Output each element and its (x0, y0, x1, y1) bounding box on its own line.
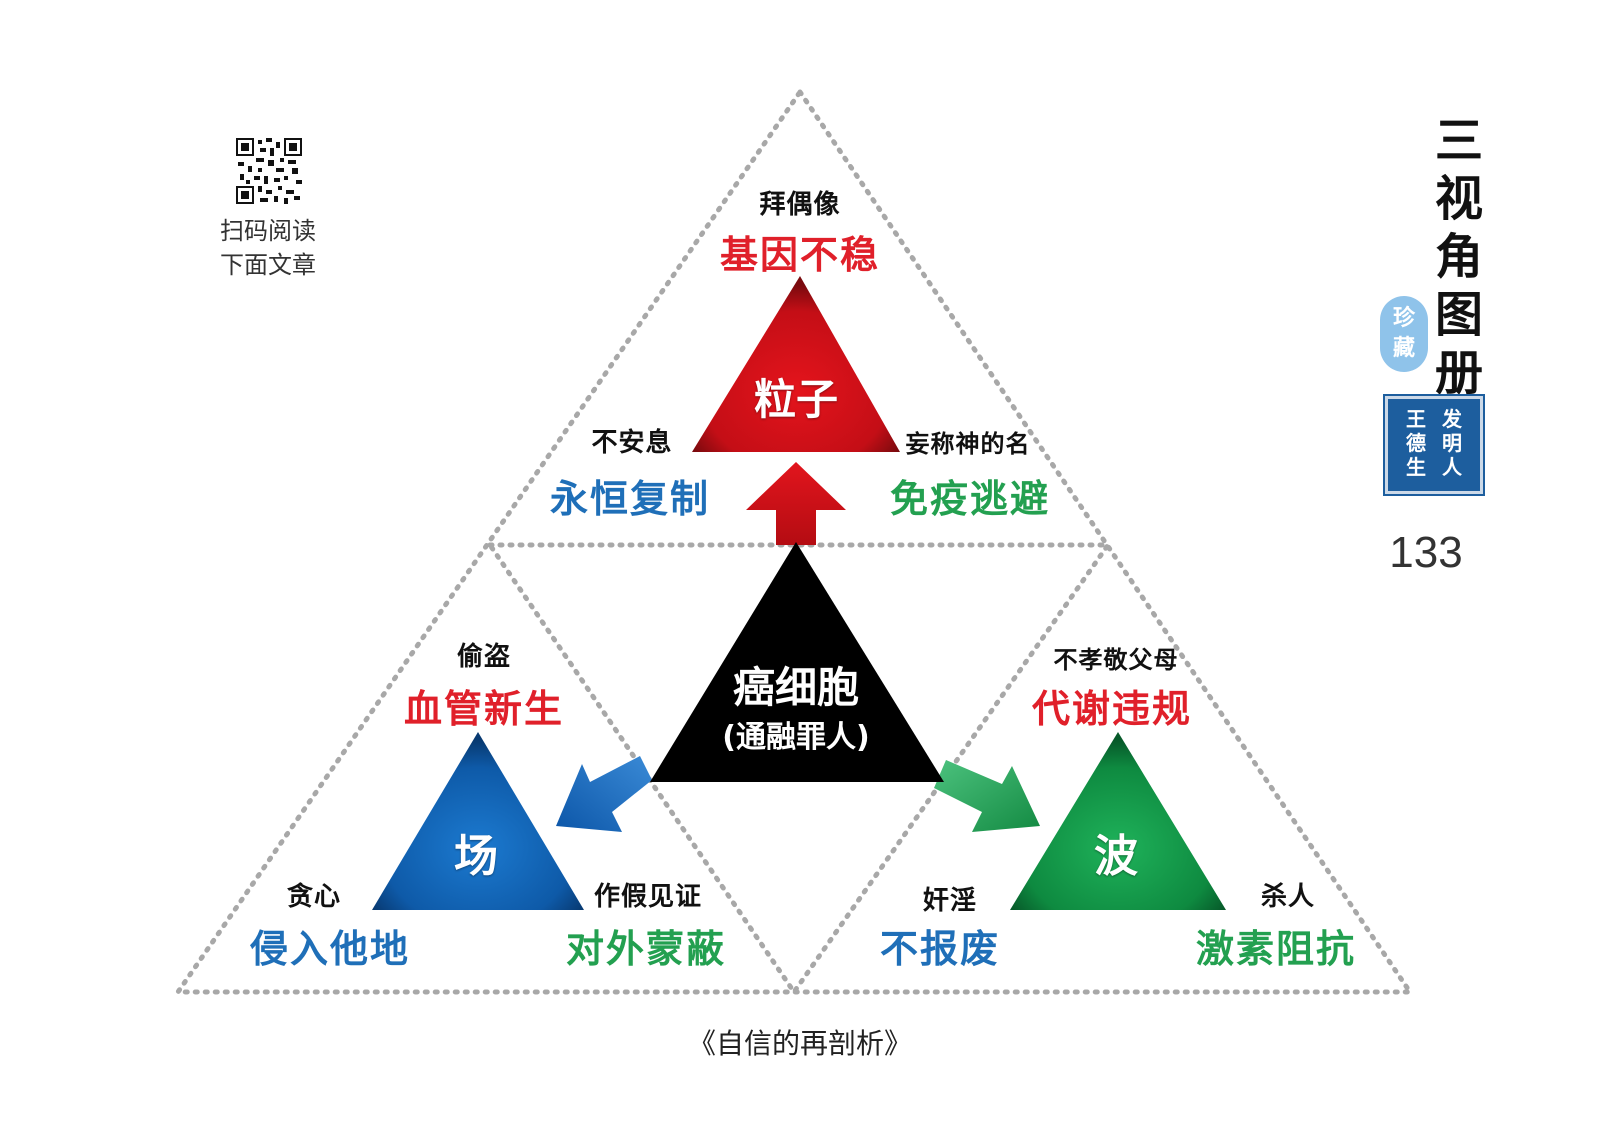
footer-caption: 《自信的再剖析》 (687, 1027, 913, 1060)
top-apex-small: 拜偶像 (759, 190, 841, 220)
seal-col-name: 王德生 (1406, 407, 1426, 479)
right-left-big: 不报废 (879, 927, 1001, 971)
qr-code[interactable] (236, 138, 302, 204)
qr-caption: 扫码阅读 下面文章 (220, 214, 316, 282)
left-right-small: 作假见证 (593, 882, 703, 912)
seal-col-inventor: 发明人 (1442, 407, 1462, 479)
arrow-up-red (746, 462, 846, 545)
badge-line1: 珍 (1392, 306, 1415, 331)
field-label: 场 (454, 831, 498, 882)
brand-title: 三视角图册 (1434, 113, 1483, 401)
arrow-down-left-blue (556, 756, 652, 832)
top-right-small: 妄称神的名 (905, 430, 1031, 458)
particle-triangle (692, 276, 900, 452)
collection-badge: 珍 藏 (1380, 296, 1428, 372)
particle-label: 粒子 (753, 375, 839, 424)
field-triangle (372, 732, 584, 910)
left-left-big: 侵入他地 (249, 927, 411, 971)
top-left-big: 永恒复制 (549, 477, 711, 521)
right-apex-big: 代谢违规 (1031, 687, 1193, 731)
left-left-small: 贪心 (286, 882, 342, 912)
badge-line2: 藏 (1392, 336, 1415, 361)
inventor-seal: 发明人 王德生 (1385, 396, 1483, 494)
cancer-cell-sublabel: (通融罪人) (722, 720, 870, 755)
right-right-small: 杀人 (1260, 882, 1316, 912)
qr-caption-line1: 扫码阅读 (220, 217, 316, 245)
right-left-small: 奸淫 (922, 886, 978, 916)
top-apex-big: 基因不稳 (719, 233, 881, 277)
cancer-cell-triangle (650, 542, 944, 782)
cancer-cell-label: 癌细胞 (732, 663, 860, 712)
right-apex-small: 不孝敬父母 (1053, 646, 1179, 674)
wave-label: 波 (1094, 831, 1138, 882)
top-right-big: 免疫逃避 (889, 477, 1051, 521)
right-right-big: 激素阻抗 (1195, 927, 1357, 971)
qr-caption-line2: 下面文章 (220, 251, 316, 279)
qr-code-icon (236, 138, 302, 204)
wave-triangle (1010, 732, 1226, 910)
left-apex-big: 血管新生 (403, 687, 565, 731)
left-apex-small: 偷盗 (456, 642, 512, 672)
top-left-small: 不安息 (591, 428, 673, 458)
left-right-big: 对外蒙蔽 (565, 927, 727, 971)
page-number: 133 (1389, 528, 1463, 577)
arrow-down-right-green (934, 760, 1040, 832)
